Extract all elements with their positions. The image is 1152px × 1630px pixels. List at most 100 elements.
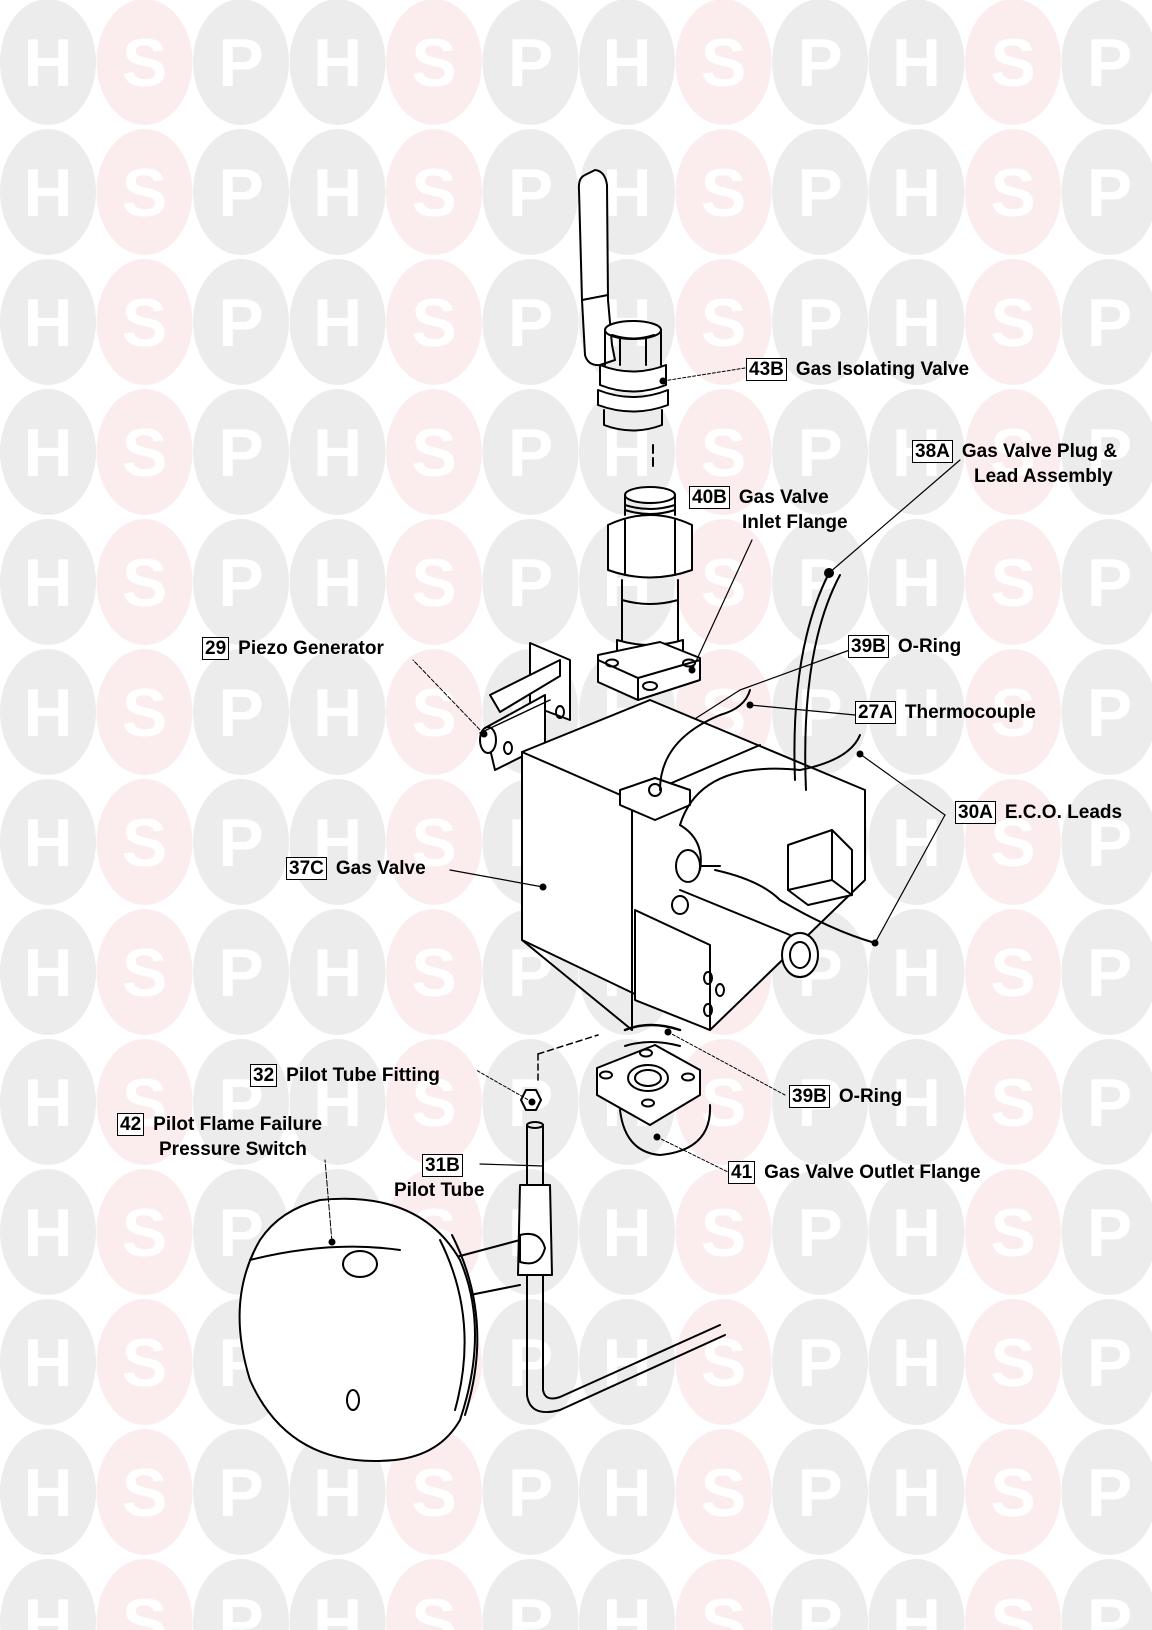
- watermark-letter-s: S: [701, 1325, 746, 1401]
- watermark-circle-h: [868, 129, 965, 255]
- watermark-letter-s: S: [411, 675, 456, 751]
- part-name: Pilot Tube Fitting: [286, 1065, 440, 1086]
- watermark-circle-h: [0, 649, 96, 775]
- watermark-letter-h: H: [23, 545, 72, 621]
- watermark-circle-s: [965, 1039, 1061, 1165]
- watermark-letter-h: H: [892, 1065, 941, 1141]
- watermark-circle-s: [965, 1169, 1061, 1295]
- watermark-letter-h: H: [602, 155, 651, 231]
- gas-valve-body: [449, 699, 866, 1031]
- watermark-circle-s: [386, 1039, 482, 1165]
- watermark-letter-s: S: [701, 155, 746, 231]
- watermark-circle-p: [1061, 1039, 1152, 1165]
- watermark-letter-s: S: [411, 1585, 456, 1630]
- watermark-circle-h: [0, 1429, 96, 1555]
- watermark-circle-p: [772, 1429, 868, 1555]
- watermark-circle-p: [193, 389, 289, 515]
- watermark-circle-s: [965, 909, 1061, 1035]
- watermark-circle-h: [289, 0, 386, 125]
- part-name: Gas Valve: [335, 858, 426, 879]
- part-name: Pilot Tube: [394, 1180, 485, 1201]
- watermark-circle-h: [0, 779, 96, 905]
- watermark-letter-s: S: [990, 675, 1035, 751]
- watermark-letter-h: H: [23, 285, 72, 361]
- watermark-circle-s: [675, 1169, 772, 1295]
- watermark-circle-p: [1061, 1299, 1152, 1425]
- watermark-letter-s: S: [122, 675, 167, 751]
- watermark-letter-p: P: [218, 545, 263, 621]
- watermark-letter-s: S: [701, 285, 746, 361]
- watermark-letter-h: H: [602, 1195, 651, 1271]
- watermark-letter-p: P: [1087, 285, 1132, 361]
- watermark-circle-h: [868, 779, 965, 905]
- watermark-letter-h: H: [313, 1455, 362, 1531]
- watermark-circle-h: [0, 0, 96, 125]
- watermark-circle-s: [96, 1559, 193, 1630]
- part-name: Pilot Flame Failure: [153, 1114, 323, 1135]
- part-name: Piezo Generator: [238, 638, 384, 659]
- watermark-circle-h: [0, 129, 96, 255]
- watermark-letter-s: S: [701, 1195, 746, 1271]
- watermark-letter-p: P: [508, 1455, 553, 1531]
- watermark-circle-s: [386, 1429, 482, 1555]
- plug-lead-assembly: [793, 459, 961, 791]
- watermark-letter-s: S: [701, 25, 746, 101]
- watermark-circle-h: [289, 129, 386, 255]
- watermark-letter-p: P: [797, 155, 842, 231]
- watermark-circle-p: [1061, 779, 1152, 905]
- watermark-letter-h: H: [892, 285, 941, 361]
- watermark-circle-s: [386, 259, 482, 385]
- watermark-letter-p: P: [218, 25, 263, 101]
- watermark-letter-s: S: [990, 1585, 1035, 1630]
- watermark-letter-s: S: [411, 155, 456, 231]
- watermark-circle-h: [579, 1299, 675, 1425]
- label-31b-name: Pilot Tube: [394, 1178, 484, 1203]
- watermark-circle-h: [579, 1169, 675, 1295]
- watermark-letter-p: P: [218, 805, 263, 881]
- watermark-circle-s: [965, 1299, 1061, 1425]
- watermark-letter-h: H: [892, 1585, 941, 1630]
- watermark-circle-s: [96, 1169, 193, 1295]
- watermark-letter-p: P: [218, 155, 263, 231]
- watermark-letter-h: H: [602, 1325, 651, 1401]
- watermark-letter-h: H: [313, 935, 362, 1011]
- watermark-letter-s: S: [990, 415, 1035, 491]
- watermark-letter-s: S: [122, 25, 167, 101]
- watermark-letter-p: P: [218, 285, 263, 361]
- pressure-switch: [238, 1159, 479, 1462]
- watermark-letter-s: S: [990, 1325, 1035, 1401]
- watermark-letter-s: S: [411, 1065, 456, 1141]
- watermark-circle-h: [868, 909, 965, 1035]
- watermark-letter-s: S: [122, 285, 167, 361]
- watermark-circle-s: [386, 649, 482, 775]
- watermark-circle-p: [1061, 259, 1152, 385]
- watermark-letter-p: P: [1087, 155, 1132, 231]
- watermark-circle-h: [868, 0, 965, 125]
- watermark-letter-p: P: [508, 1585, 553, 1630]
- watermark-circle-p: [193, 909, 289, 1035]
- watermark-circle-s: [675, 129, 772, 255]
- watermark-letter-s: S: [990, 805, 1035, 881]
- part-name: O-Ring: [838, 1086, 903, 1107]
- label-31b[interactable]: 31B: [422, 1153, 472, 1178]
- watermark-circle-p: [1061, 519, 1152, 645]
- watermark-letter-h: H: [23, 1325, 72, 1401]
- part-name: Gas Valve: [738, 487, 829, 508]
- watermark-circle-s: [96, 1429, 193, 1555]
- watermark-letter-h: H: [892, 1195, 941, 1271]
- watermark-circle-s: [96, 129, 193, 255]
- watermark-letter-h: H: [23, 415, 72, 491]
